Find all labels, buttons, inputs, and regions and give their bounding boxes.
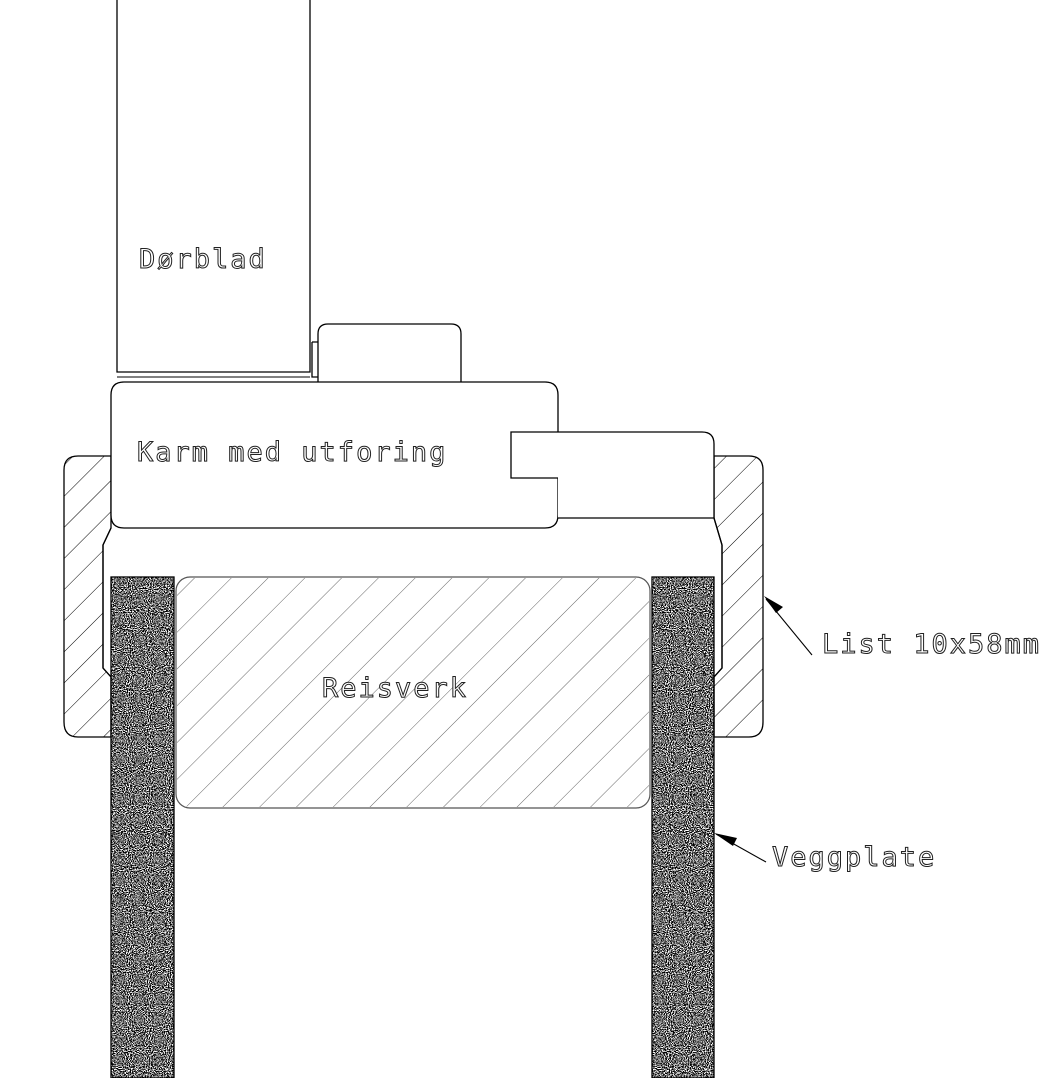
door-stop [317, 323, 462, 382]
trim-left [63, 455, 112, 738]
door-leaf [116, 0, 354, 380]
wall-board-leader [714, 833, 767, 863]
wall-board-right [651, 576, 715, 1078]
label-wall-board: Veggplate [772, 842, 936, 873]
framing-stud [175, 576, 651, 809]
label-framing: Reisverk [322, 673, 468, 704]
lining-extension [510, 431, 715, 519]
trim-right [713, 455, 764, 738]
label-door-leaf: Dørblad [139, 244, 267, 275]
trim-leader [764, 596, 813, 656]
label-trim: List 10x58mm [822, 629, 1041, 660]
frame-with-lining [110, 381, 559, 529]
wall-board-left [110, 576, 175, 1078]
label-frame: Karm med utforing [137, 437, 447, 468]
